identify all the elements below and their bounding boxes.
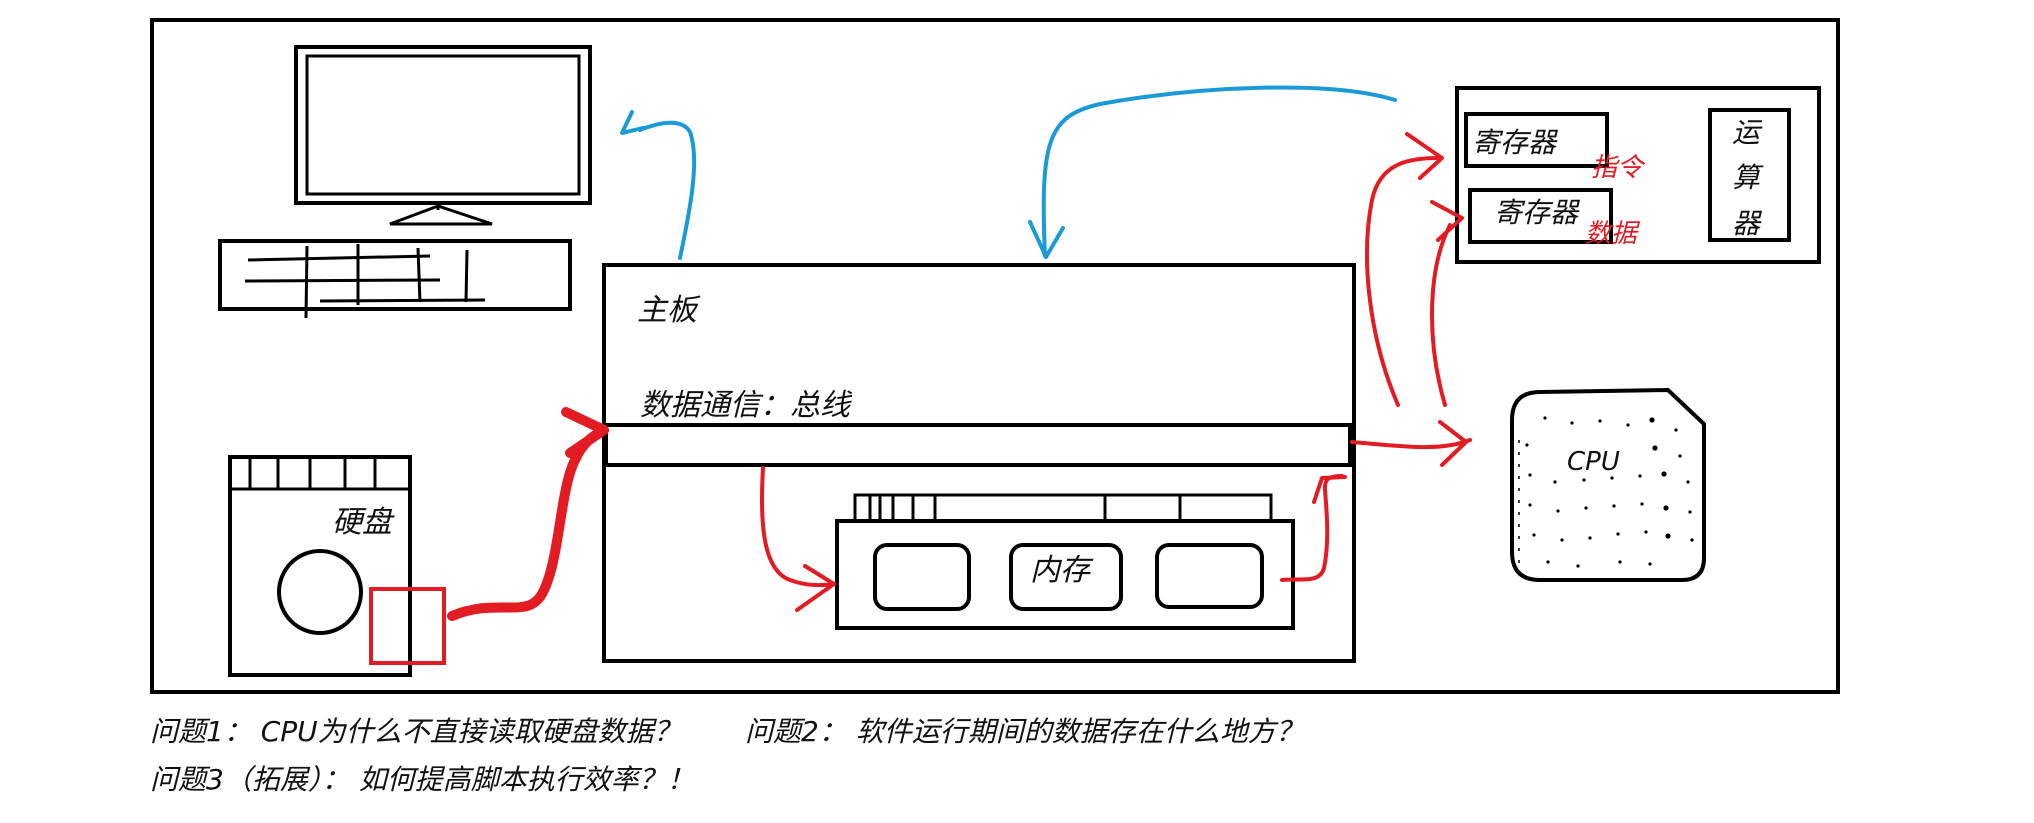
outer-frame [150,18,1840,694]
disk-platter-icon [277,549,363,635]
question-1: 问题1： CPU为什么不直接读取硬盘数据？ [150,715,682,748]
disk-controller-highlight [369,587,446,665]
bus-to-cpu-arrow [1350,420,1472,467]
disk-to-bus-arrow [447,407,609,621]
keyboard-icon [218,239,572,319]
monitor-icon [294,45,592,226]
register-2-label: 寄存器 [1494,196,1581,229]
alu-label-char-1: 运 [1732,116,1763,149]
motherboard [602,263,1356,663]
hard-disk-label: 硬盘 [332,505,395,540]
alu-label-char-2: 算 [1732,161,1764,194]
cpu-to-instruction-register-arrow [1365,132,1444,407]
register-to-motherboard-arrow [1028,85,1397,259]
cpu-chip-icon [1510,387,1706,582]
bus-label: 数据通信：总线 [640,388,853,423]
register-alu-unit [1455,86,1821,264]
question-3: 问题3（拓展）： 如何提高脚本执行效率？！ [150,763,695,796]
alu-label-char-3: 器 [1732,207,1763,240]
instruction-label: 指令 [1591,153,1646,183]
memory-label: 内存 [1030,553,1094,588]
bus-bar [604,423,1352,467]
motherboard-label: 主板 [637,293,701,328]
data-label: 数据 [1585,219,1641,249]
cpu-to-data-register-arrow [1430,200,1464,407]
bus-to-memory-arrow [760,466,836,612]
cpu-label: CPU [1567,447,1620,477]
hard-disk [228,455,446,677]
memory-to-bus-arrow [1280,474,1347,582]
memory-module [835,493,1295,630]
register-1-label: 寄存器 [1472,126,1559,159]
question-2: 问题2： 软件运行期间的数据存在什么地方？ [745,715,1304,748]
motherboard-to-monitor-arrow [620,110,697,260]
